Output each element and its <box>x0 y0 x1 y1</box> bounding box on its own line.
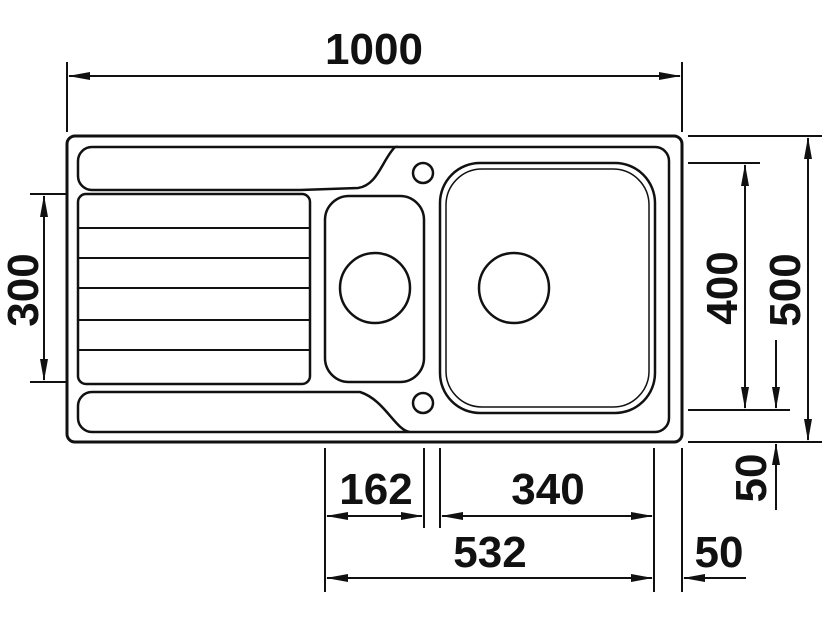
dimension-drainer-width: 300 <box>0 193 68 383</box>
dimension-large-bowl-width-label: 340 <box>511 465 584 514</box>
dimension-bowls-total-width-label: 532 <box>453 528 526 577</box>
large-bowl-drain <box>477 251 551 325</box>
dimension-front-offset: 50 <box>727 340 780 510</box>
dimension-overall-width-label: 1000 <box>325 25 423 74</box>
large-bowl <box>438 161 657 415</box>
large-bowl-inner-outline <box>445 168 650 408</box>
bottom-extension-lines <box>324 448 683 592</box>
dimension-overall-width: 1000 <box>66 25 683 132</box>
dimension-overall-depth: 500 <box>688 135 822 443</box>
dimension-right-offset: 50 <box>683 528 746 582</box>
tap-hole-bottom <box>411 391 435 415</box>
dimension-small-bowl-width: 162 <box>326 465 423 520</box>
dimension-large-bowl-width: 340 <box>441 465 653 520</box>
small-bowl <box>323 194 426 384</box>
dimension-bowls-total-width: 532 <box>326 528 653 582</box>
drainer-area <box>76 192 312 386</box>
tap-hole-top <box>411 161 435 185</box>
sink-outer-rim <box>65 134 684 444</box>
sink-body <box>65 134 684 444</box>
dimension-right-offset-label: 50 <box>695 528 744 577</box>
large-bowl-outline <box>438 161 657 415</box>
dimension-overall-depth-label: 500 <box>761 253 810 326</box>
small-bowl-drain <box>338 251 412 325</box>
dimension-drainer-width-label: 300 <box>0 253 48 326</box>
dimension-small-bowl-width-label: 162 <box>339 465 412 514</box>
sink-inner-rim <box>76 145 399 192</box>
dimension-bowl-depth: 400 <box>688 162 790 411</box>
dimension-bowl-depth-label: 400 <box>698 251 747 324</box>
dimension-front-offset-label: 50 <box>727 454 776 503</box>
sink-deck-outline <box>76 145 671 434</box>
small-bowl-outline <box>323 194 426 384</box>
